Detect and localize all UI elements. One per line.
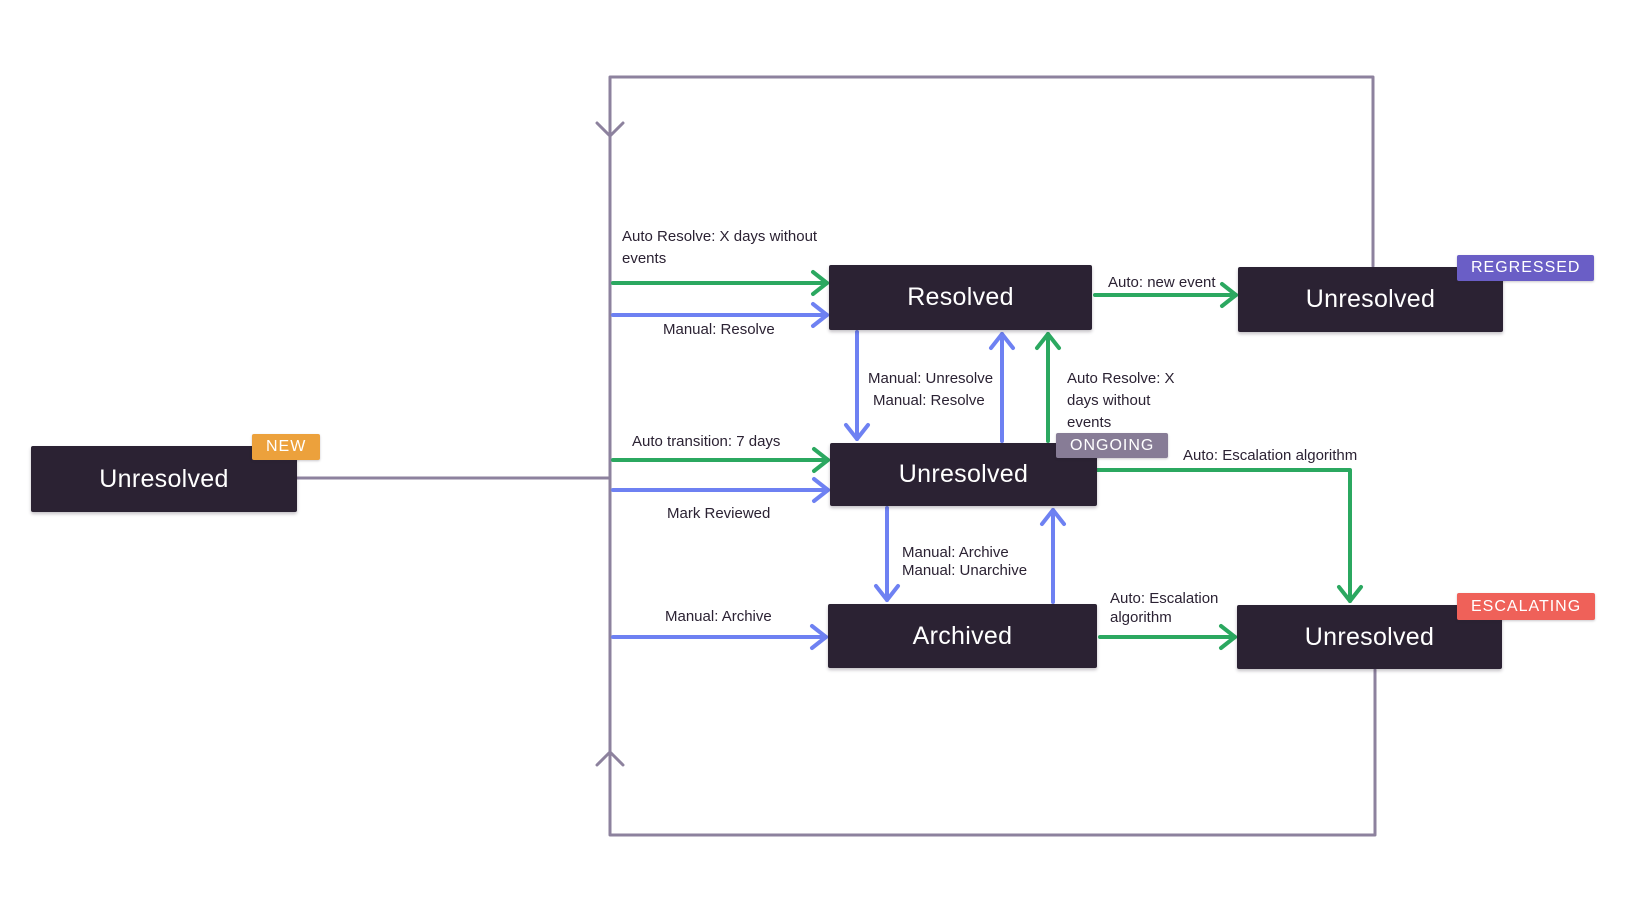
node-unresolved-new-label: Unresolved — [99, 464, 229, 493]
edge-auto-resolve-ongoing-arrowhead-icon — [1035, 332, 1061, 350]
label-manual-unresolve: Manual: Unresolve — [868, 370, 994, 387]
loop-down-arrowhead-icon — [595, 121, 625, 138]
edge-escalation-from-ongoing — [1095, 468, 1352, 603]
label-auto-resolve-top: Auto Resolve: X days without events — [622, 228, 818, 267]
auto-edge-group — [611, 270, 1363, 650]
node-resolved-label: Resolved — [907, 283, 1014, 311]
edge-escalation-from-ongoing-arrowhead-icon — [1337, 585, 1363, 603]
status-badge-escalating: ESCALATING — [1457, 593, 1596, 620]
label-auto-escalation-right: Auto: Escalation algorithm — [1183, 447, 1358, 464]
edge-auto-transition-arrowhead-icon — [812, 447, 830, 473]
edge-manual-unresolve-down-arrowhead-icon — [844, 423, 870, 441]
status-badge-ongoing: ONGOING — [1056, 433, 1169, 458]
edge-auto-resolve-to-resolved-arrowhead-icon — [811, 270, 829, 296]
status-badge-new: NEW — [252, 434, 321, 460]
edge-escalation-from-archived-arrowhead-icon — [1219, 624, 1237, 650]
edge-manual-resolve-arrowhead-icon — [811, 302, 829, 328]
label-mark-reviewed: Mark Reviewed — [667, 505, 771, 522]
label-manual-archive-left: Manual: Archive — [665, 608, 772, 625]
label-manual-unarchive: Manual: Unarchive — [902, 562, 1028, 579]
label-auto-escalation-bottom: Auto: Escalation algorithm — [1110, 590, 1219, 626]
edge-manual-archive-down-arrowhead-icon — [874, 584, 900, 602]
loop-up-arrowhead-icon — [595, 750, 625, 767]
node-resolved: Resolved — [829, 265, 1092, 330]
node-archived: Archived — [828, 604, 1097, 668]
status-badge-regressed: REGRESSED — [1457, 255, 1595, 281]
label-manual-resolve-top: Manual: Resolve — [663, 321, 775, 338]
loop-edge-group — [295, 75, 1377, 837]
label-auto-transition: Auto transition: 7 days — [632, 433, 781, 450]
node-archived-label: Archived — [912, 621, 1013, 650]
manual-edge-group — [611, 302, 1066, 650]
edge-manual-unarchive-up-arrowhead-icon — [1040, 508, 1066, 526]
edge-auto-new-event-arrowhead-icon — [1220, 282, 1238, 308]
edge-manual-archive-left-arrowhead-icon — [810, 624, 828, 650]
edge-mark-reviewed-arrowhead-icon — [812, 477, 830, 503]
node-unresolved-regressed-label: Unresolved — [1305, 285, 1436, 313]
label-auto-resolve-mid: Auto Resolve: X days without events — [1067, 370, 1175, 431]
node-unresolved-ongoing-label: Unresolved — [898, 460, 1029, 488]
label-manual-archive-mid: Manual: Archive — [902, 544, 1009, 561]
loop-path — [608, 75, 1377, 837]
node-unresolved-ongoing: Unresolved — [830, 443, 1097, 506]
label-auto-new-event: Auto: new event — [1108, 274, 1216, 291]
node-unresolved-escalating-label: Unresolved — [1304, 622, 1435, 651]
node-unresolved-escalating: Unresolved — [1237, 605, 1502, 669]
label-manual-resolve-mid: Manual: Resolve — [873, 392, 985, 409]
edge-manual-resolve-up-arrowhead-icon — [989, 332, 1015, 350]
